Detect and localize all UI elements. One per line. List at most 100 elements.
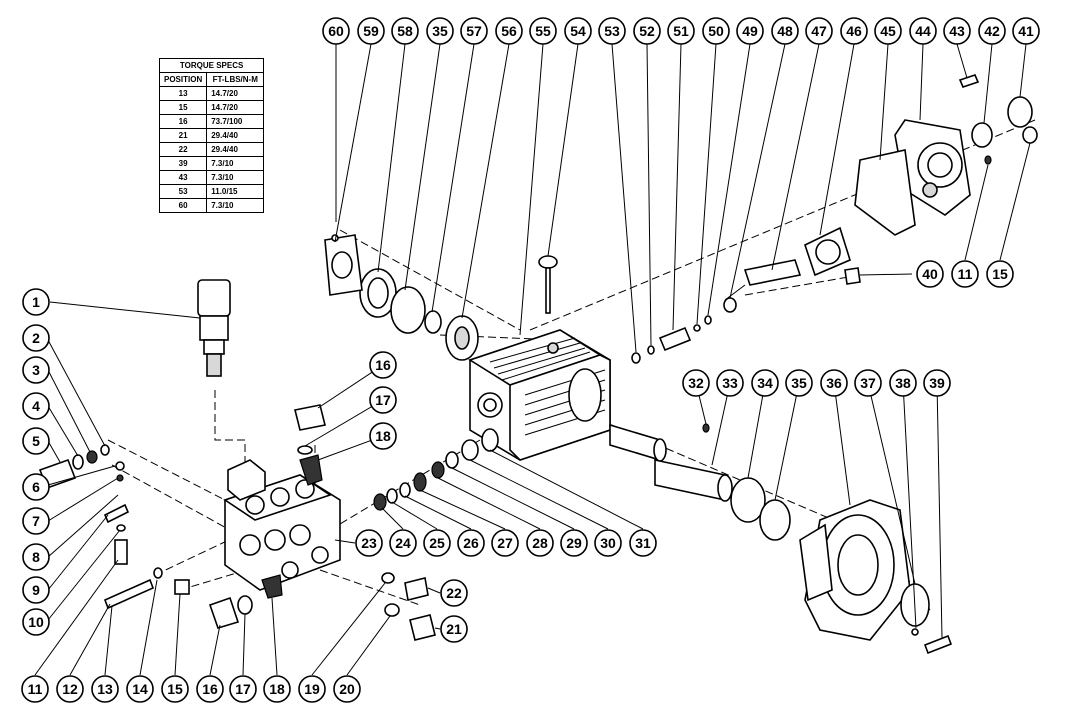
svg-text:15: 15 [992,266,1008,282]
svg-text:43: 43 [949,23,965,39]
svg-text:44: 44 [915,23,931,39]
callout-15-top: 15 [986,260,1014,288]
svg-text:3: 3 [32,362,40,378]
svg-text:38: 38 [895,375,911,391]
callout-9: 9 [22,576,50,604]
callout-37: 37 [854,369,882,397]
callout-53: 53 [598,17,626,45]
svg-text:5: 5 [32,433,40,449]
callout-22: 22 [440,579,468,607]
svg-text:14: 14 [132,681,148,697]
svg-text:28: 28 [532,535,548,551]
svg-text:27: 27 [497,535,513,551]
svg-text:56: 56 [501,23,517,39]
torque-cell: 29.4/40 [206,128,265,143]
callout-8: 8 [22,543,50,571]
callout-59: 59 [357,17,385,45]
svg-text:24: 24 [395,535,411,551]
callout-17-mid: 17 [369,386,397,414]
callout-30: 30 [594,529,622,557]
svg-text:9: 9 [32,582,40,598]
svg-text:50: 50 [708,23,724,39]
callout-32: 32 [682,369,710,397]
callout-14: 14 [126,675,154,703]
torque-cell: 11.0/15 [206,184,265,199]
svg-text:41: 41 [1018,23,1034,39]
callout-49: 49 [736,17,764,45]
position-cell: 53 [158,184,208,199]
position-cell: 39 [158,156,208,171]
svg-text:32: 32 [688,375,704,391]
unloader-valve [197,279,231,377]
svg-text:15: 15 [167,681,183,697]
svg-text:37: 37 [860,375,876,391]
rear-gasket [854,149,916,236]
svg-text:51: 51 [673,23,689,39]
callout-23: 23 [355,529,383,557]
torque-cell: 73.7/100 [206,114,265,129]
svg-text:11: 11 [28,681,43,697]
callouts: 60 59 58 35 57 56 55 54 53 52 51 50 49 4… [21,17,1040,703]
callout-2: 2 [22,324,50,352]
callout-11-top: 11 [951,260,979,288]
callout-51: 51 [667,17,695,45]
callout-48: 48 [771,17,799,45]
bearing-seal-set [359,268,930,627]
svg-text:60: 60 [328,23,344,39]
svg-text:52: 52 [639,23,655,39]
callout-7: 7 [22,507,50,535]
plunger-seal-stack [373,428,499,511]
svg-text:26: 26 [463,535,479,551]
callout-52: 52 [633,17,661,45]
svg-text:12: 12 [62,681,78,697]
torque-table-title: TORQUE SPECS [158,58,265,73]
callout-41: 41 [1012,17,1040,45]
svg-text:58: 58 [397,23,413,39]
svg-text:10: 10 [28,614,44,630]
svg-text:1: 1 [32,294,40,310]
callout-17-bottom: 17 [229,675,257,703]
svg-text:57: 57 [466,23,482,39]
callout-50: 50 [702,17,730,45]
pump-crankcase-body [468,329,611,461]
callout-4: 4 [22,392,50,420]
svg-text:2: 2 [32,330,40,346]
svg-text:33: 33 [722,375,738,391]
callout-34: 34 [751,369,779,397]
position-cell: 13 [158,86,208,101]
svg-text:29: 29 [566,535,582,551]
callout-27: 27 [491,529,519,557]
crankshaft [609,423,733,502]
svg-text:21: 21 [446,621,462,637]
callout-10: 10 [22,608,50,636]
drive-flange [799,499,911,641]
callout-18-mid: 18 [369,422,397,450]
callout-29: 29 [560,529,588,557]
torque-cell: 14.7/20 [206,100,265,115]
svg-text:42: 42 [984,23,1000,39]
torque-cell: 7.3/10 [206,198,265,213]
position-cell: 16 [158,114,208,129]
torque-cell: 29.4/40 [206,142,265,157]
svg-text:48: 48 [777,23,793,39]
svg-text:25: 25 [429,535,445,551]
position-cell: 60 [158,198,208,213]
callout-11-bottom: 11 [21,675,49,703]
callout-47: 47 [805,17,833,45]
svg-text:16: 16 [375,357,391,373]
callout-43: 43 [943,17,971,45]
callout-38: 38 [889,369,917,397]
callout-42: 42 [978,17,1006,45]
callout-18-bottom: 18 [263,675,291,703]
svg-text:8: 8 [32,549,40,565]
callout-40: 40 [916,260,944,288]
svg-text:46: 46 [846,23,862,39]
rear-cover [894,119,971,216]
column-header-torque: FT-LBS/N-M [206,72,265,87]
